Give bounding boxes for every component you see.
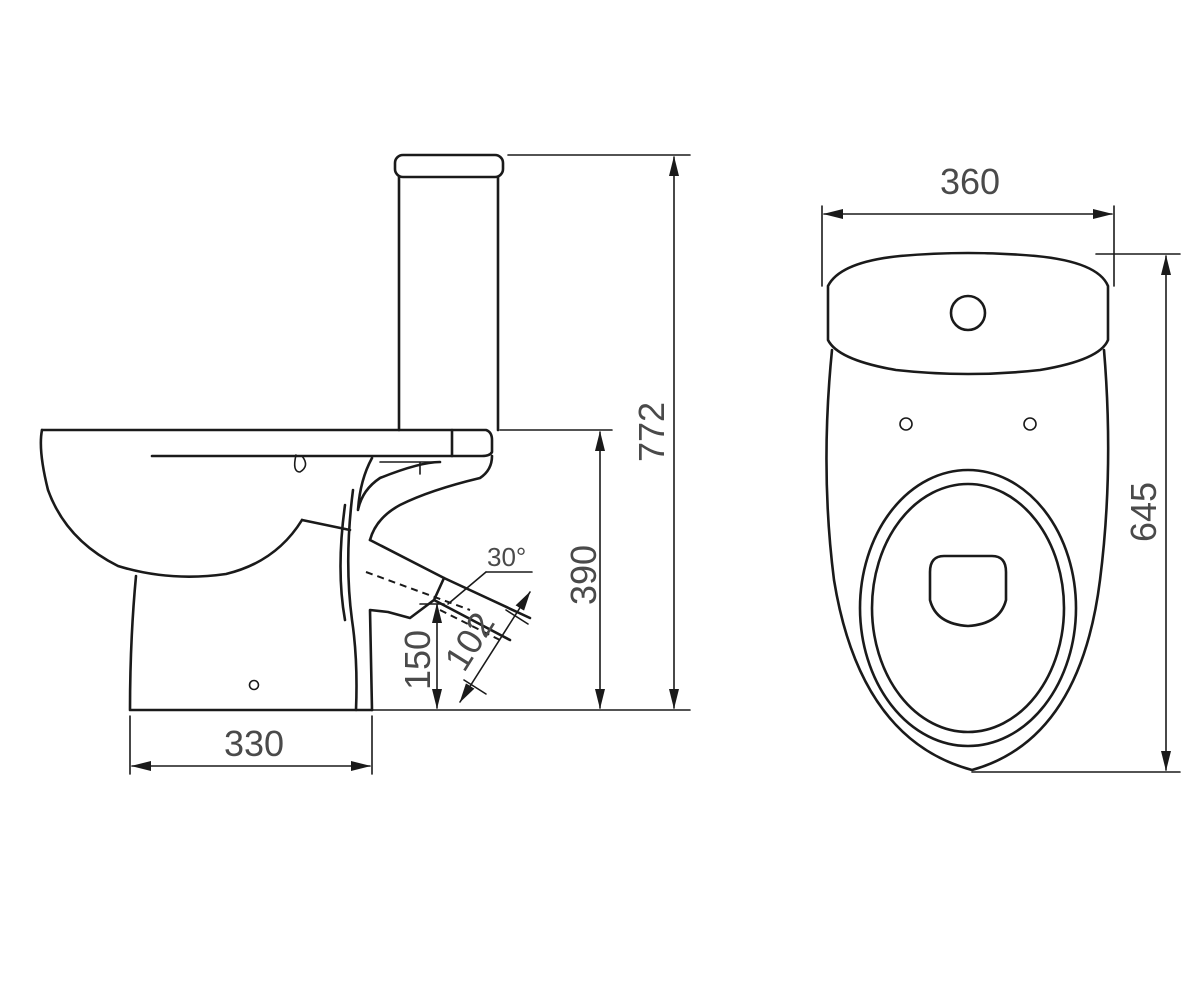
seat-ring [858,468,1078,748]
pedestal [128,488,374,712]
bowl-outline [825,348,1110,772]
dim-base-depth: 330 [129,715,373,775]
label-30-degree: 30° [487,542,526,572]
label-772: 772 [631,402,672,462]
label-150: 150 [397,630,438,690]
label-645: 645 [1123,482,1164,542]
dim-top-length: 645 [971,253,1181,773]
dim-seat-height: 390 [499,429,613,709]
hinge-hole-right [1023,417,1037,431]
side-view: 772 390 150 102 30° [39,153,691,775]
dim-top-width: 360 [821,161,1115,287]
top-view: 360 645 [821,161,1181,773]
cistern-tank [393,153,505,432]
flush-button-icon [949,294,987,332]
label-360: 360 [940,161,1000,202]
dim-outlet-height: 150 [397,603,445,709]
label-390: 390 [563,545,604,605]
dim-total-height: 772 [371,154,691,711]
toilet-bowl [39,428,494,578]
hinge-hole-left [899,417,913,431]
trapway [356,454,494,542]
label-102: 102 [436,605,503,678]
dim-outlet-angle: 30° [447,542,533,605]
bowl-opening [928,554,1008,628]
cistern-lid [826,251,1110,376]
label-330: 330 [224,723,284,764]
